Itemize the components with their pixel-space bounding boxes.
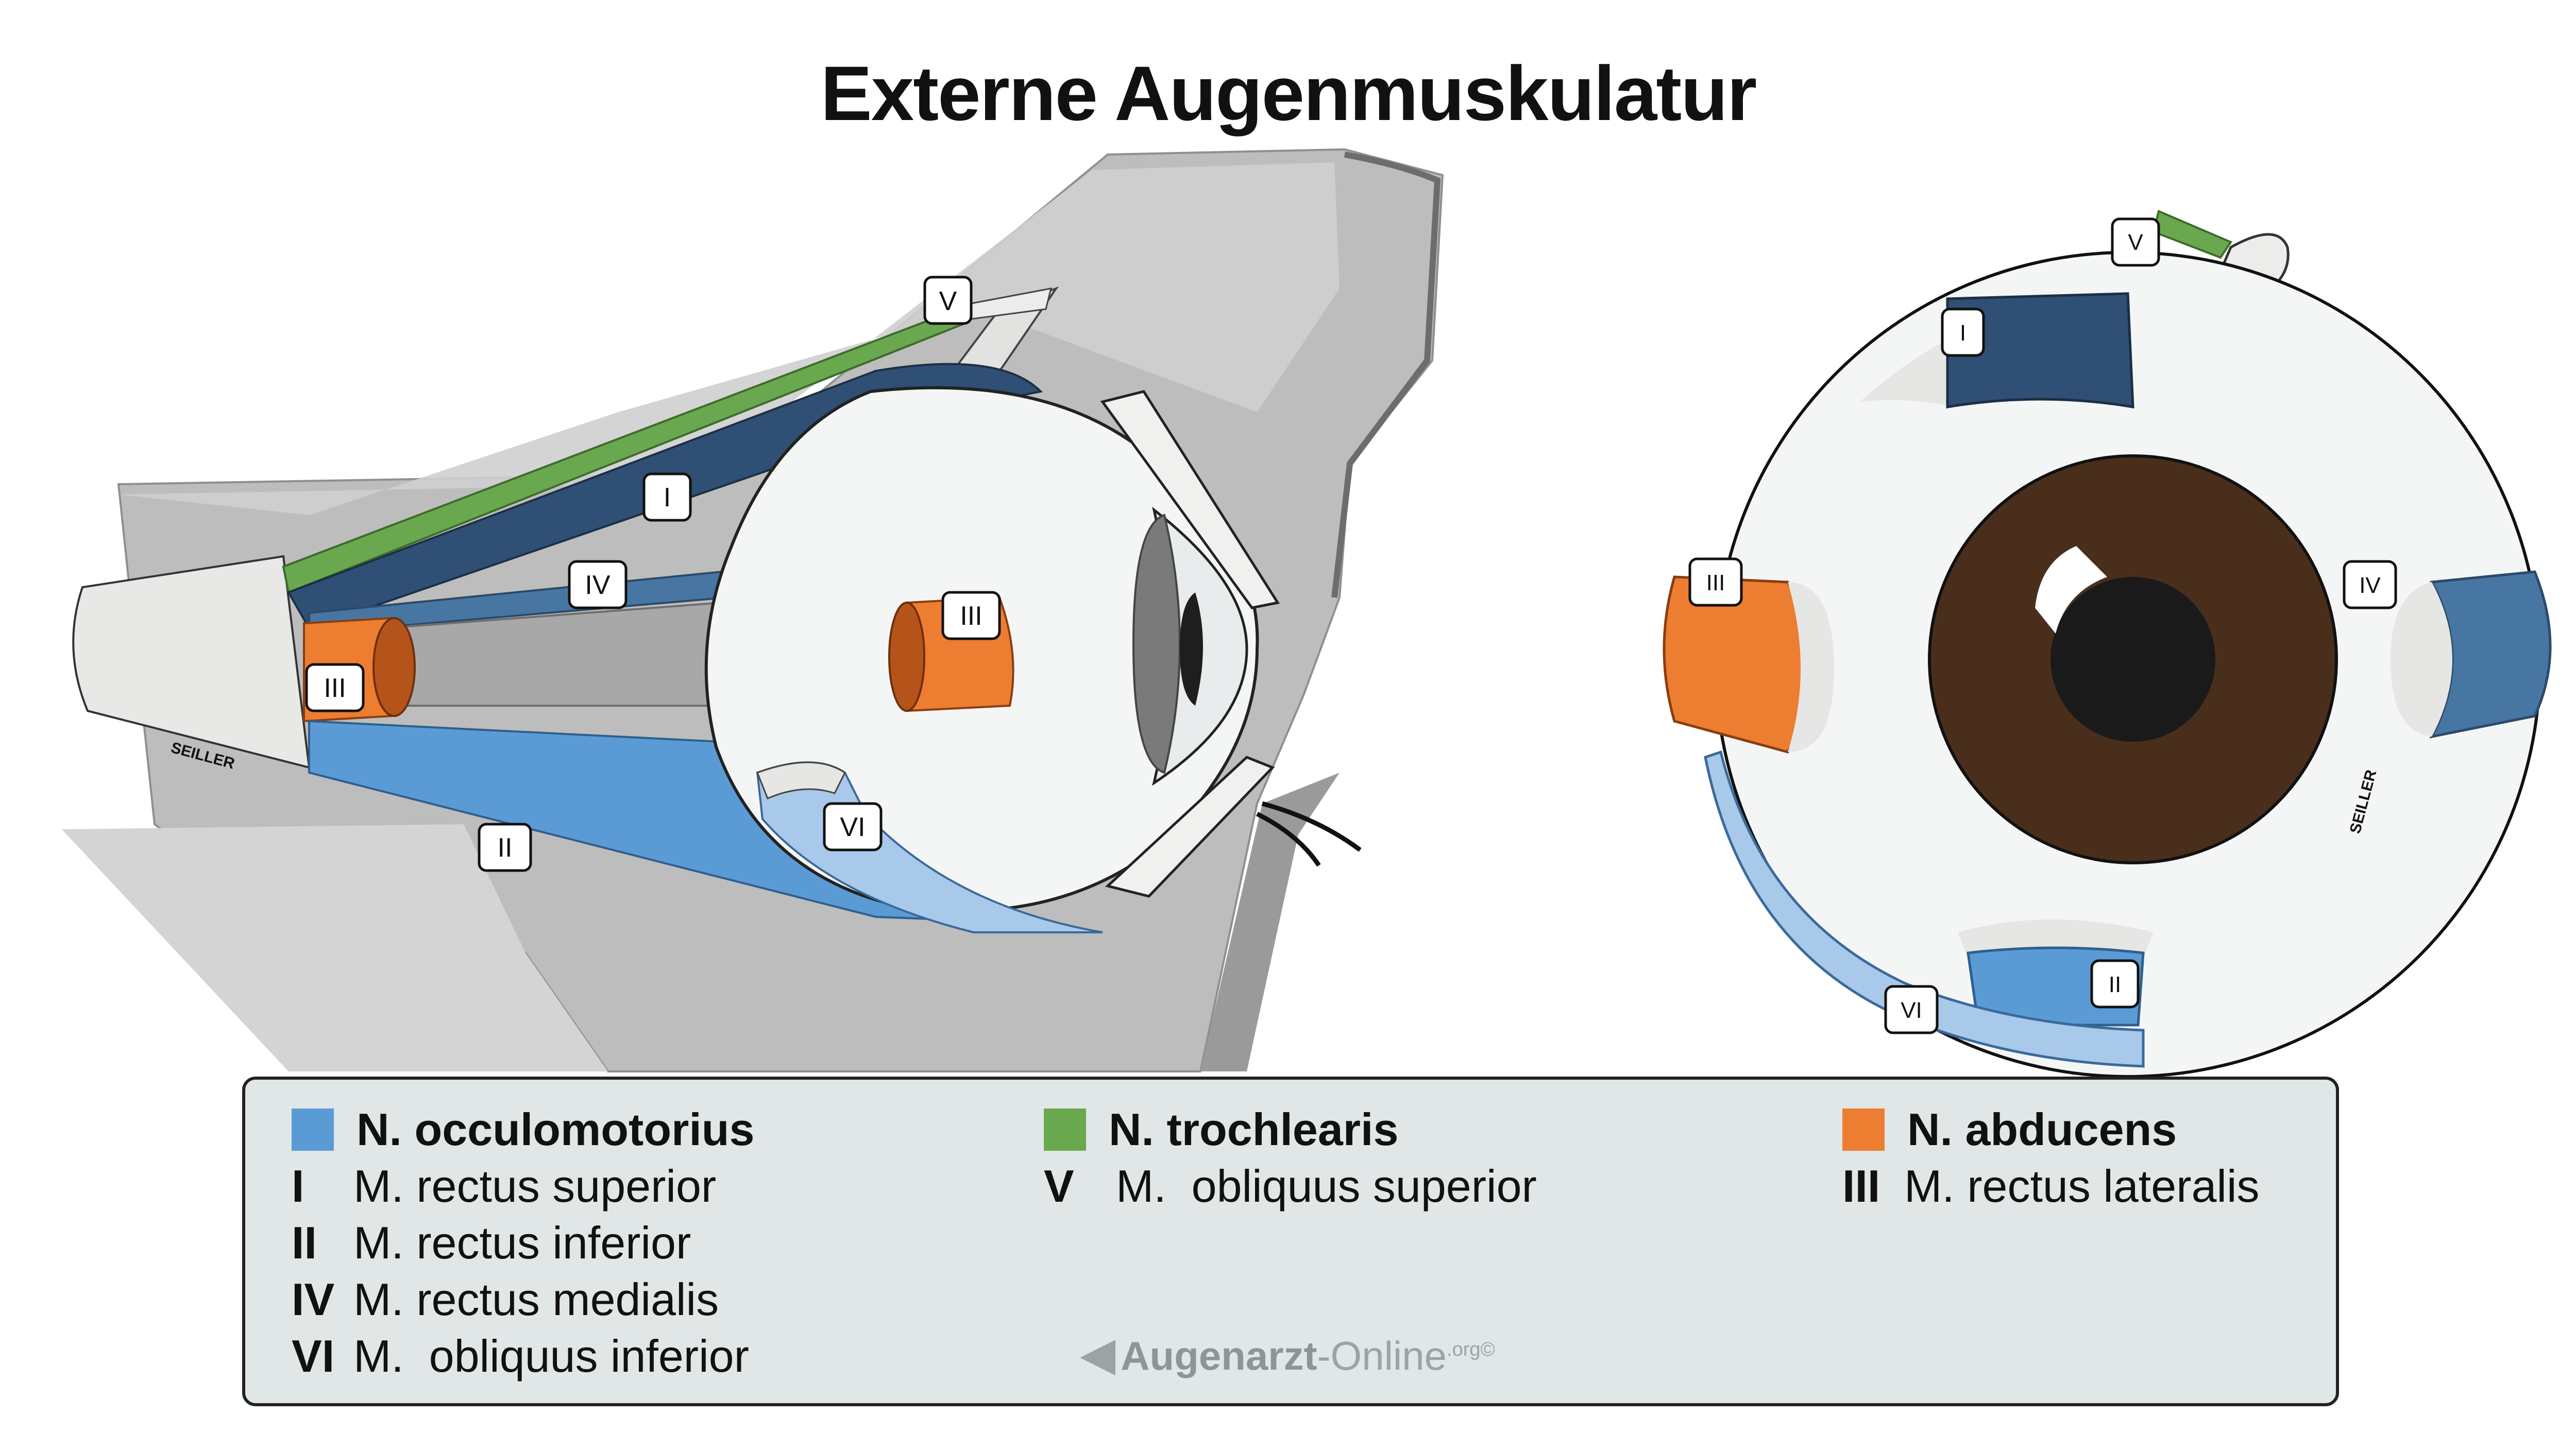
tag-lateral-rectus-right: III: [1688, 557, 1743, 607]
lower-eyelid: [1105, 756, 1275, 898]
iris-highlight: [2035, 546, 2107, 634]
svg-text:IV: IV: [585, 570, 610, 600]
pupil: [2050, 577, 2215, 742]
eyelashes: [1256, 801, 1362, 867]
lateral-rectus-cut: [372, 617, 416, 717]
svg-text:IV: IV: [2359, 573, 2381, 598]
tag-lateral-rectus-apex-left: III: [305, 663, 365, 712]
legend-column-oculomotor: N. occulomotorius I M. rectus superior I…: [292, 1101, 755, 1385]
tag-superior-rectus-right: I: [1941, 308, 1985, 357]
legend-item: VI M. obliquus inferior: [292, 1328, 755, 1385]
frontal-view: SEILLER V I III IV II VI: [1663, 210, 2552, 1078]
legend-item-text: M. rectus medialis: [353, 1274, 719, 1325]
tag-inferior-rectus-left: II: [478, 823, 532, 872]
legend-item: II M. rectus inferior: [292, 1215, 755, 1271]
tag-lateral-rectus-globe-left: III: [941, 591, 1001, 640]
legend-header: N. trochlearis: [1044, 1101, 1537, 1158]
svg-text:I: I: [1960, 320, 1966, 346]
tag-inferior-oblique-left: VI: [823, 802, 883, 851]
upper-eyelid: [1100, 390, 1280, 609]
svg-text:II: II: [2109, 972, 2121, 997]
svg-text:II: II: [498, 833, 513, 863]
legend-column-trochlear: N. trochlearis V M. obliquus superior: [1044, 1101, 1537, 1215]
legend-item-number: IV: [292, 1274, 335, 1325]
watermark-tld: .org: [1447, 1339, 1481, 1360]
legend-column-abducens: N. abducens III M. rectus lateralis: [1842, 1101, 2260, 1215]
iris-section: [1132, 514, 1181, 774]
inferior-oblique-tendon: [756, 761, 846, 799]
legend-swatch-oculomotor: [292, 1109, 334, 1151]
watermark-brand: Augenarzt: [1121, 1333, 1317, 1378]
orbit-roof: [118, 162, 1340, 515]
superior-rectus-muscle-frontal: [1946, 292, 2134, 408]
legend-item-text: M. obliquus superior: [1116, 1161, 1537, 1212]
lateral-view: SEILLER: [62, 148, 1444, 1072]
legend-item-number: II: [292, 1217, 317, 1268]
legend-item-text: M. rectus inferior: [353, 1217, 691, 1268]
legend-item-number: I: [292, 1161, 304, 1212]
medial-rectus-tendon-frontal: [2391, 582, 2452, 737]
legend-item-text: M. rectus lateralis: [1904, 1161, 2260, 1212]
watermark-mark: ©: [1480, 1339, 1495, 1360]
legend-header-label: N. trochlearis: [1109, 1104, 1399, 1155]
legend-header: N. abducens: [1842, 1101, 2260, 1158]
svg-text:III: III: [324, 673, 346, 703]
tag-superior-rectus-left: I: [642, 472, 692, 522]
lateral-rectus-tendon-frontal: [1788, 582, 1834, 752]
legend-header-label: N. occulomotorius: [357, 1104, 755, 1155]
tag-inferior-oblique-right: VI: [1884, 985, 1939, 1034]
svg-text:III: III: [960, 601, 982, 631]
svg-text:III: III: [1706, 570, 1725, 595]
svg-text:V: V: [939, 286, 957, 316]
legend-item-number: V: [1044, 1161, 1074, 1212]
legend-header: N. occulomotorius: [292, 1101, 755, 1158]
svg-text:V: V: [2128, 230, 2143, 255]
svg-text:VI: VI: [840, 812, 865, 842]
legend-item: III M. rectus lateralis: [1842, 1158, 2260, 1215]
legend-swatch-abducens: [1842, 1109, 1885, 1151]
watermark: ◀Augenarzt-Online.org©: [1080, 1327, 1495, 1381]
legend-item-text: M. rectus superior: [353, 1161, 717, 1212]
tag-inferior-rectus-right: II: [2090, 959, 2140, 1009]
svg-text:VI: VI: [1901, 998, 1922, 1023]
orbit-floor: [62, 824, 608, 1071]
legend-item-number: VI: [292, 1331, 335, 1382]
page-title: Externe Augenmuskulatur: [820, 50, 1757, 137]
legend-swatch-trochlear: [1044, 1109, 1086, 1151]
legend-item: V M. obliquus superior: [1044, 1158, 1537, 1215]
superior-oblique-muscle-frontal: [2152, 210, 2232, 259]
legend-panel: N. occulomotorius I M. rectus superior I…: [242, 1077, 2339, 1406]
legend-item-text: M. obliquus inferior: [353, 1331, 749, 1382]
annulus-tendineus: [72, 555, 311, 769]
pupil-section: [1180, 592, 1203, 706]
tag-superior-oblique-left: V: [923, 276, 973, 325]
legend-header-label: N. abducens: [1907, 1104, 2177, 1155]
legend-item: IV M. rectus medialis: [292, 1271, 755, 1328]
bone-edge: [1331, 151, 1441, 598]
tag-medial-rectus-right: IV: [2343, 560, 2397, 609]
lateral-rectus-insertion-cut: [888, 602, 925, 712]
eye-logo-icon: ◀: [1080, 1328, 1116, 1380]
legend-item: I M. rectus superior: [292, 1158, 755, 1215]
legend-item-number: III: [1842, 1161, 1880, 1212]
orbit-rim-shadow: [1200, 773, 1340, 1071]
superior-rectus-frontal: [1860, 340, 1958, 407]
tag-medial-rectus-left: IV: [568, 560, 628, 609]
tag-superior-oblique-right: V: [2111, 217, 2160, 267]
watermark-suffix: -Online: [1317, 1333, 1447, 1378]
svg-text:I: I: [664, 483, 671, 513]
